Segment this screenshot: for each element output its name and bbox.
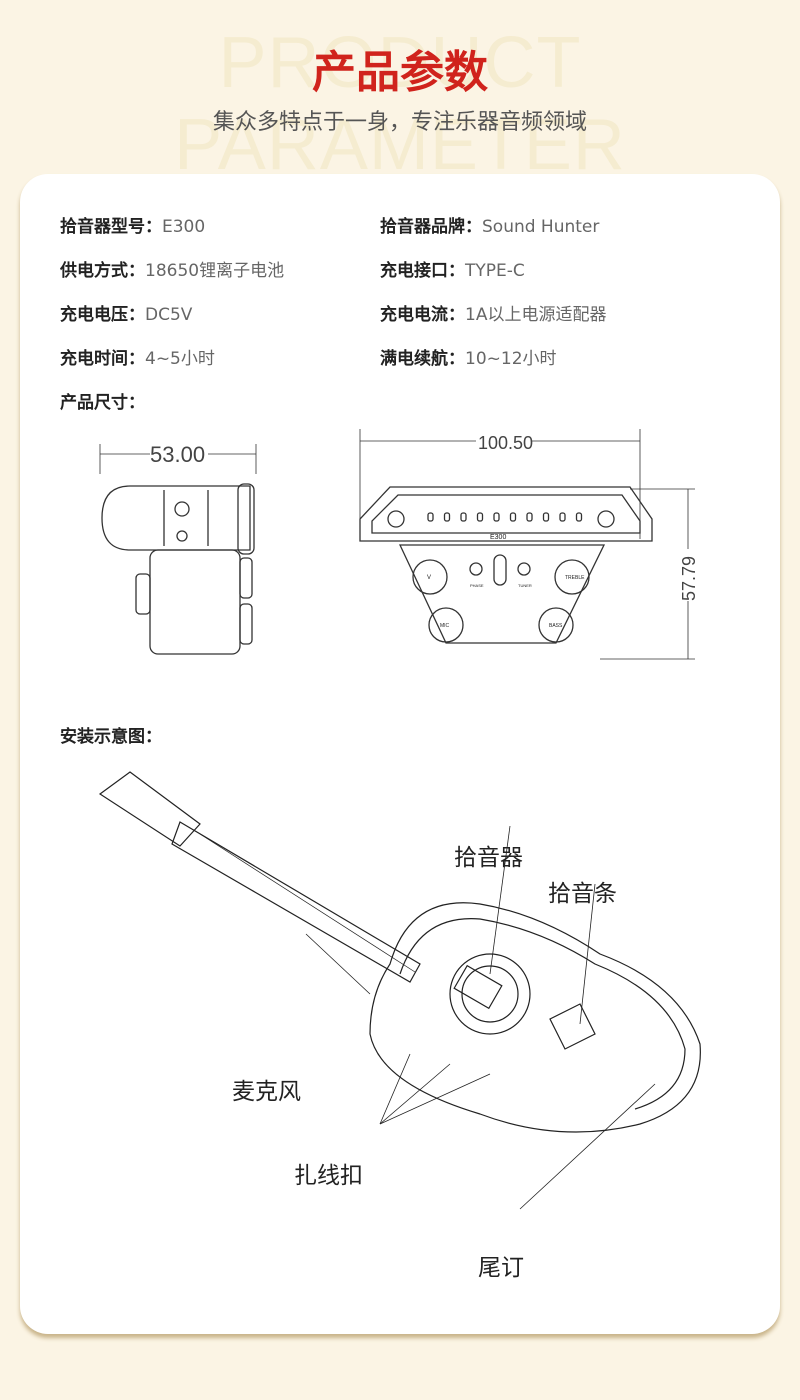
led-indicator — [559, 512, 566, 522]
spec-model: 拾音器型号：E300 — [60, 217, 206, 237]
spec-voltage: 充电电压：DC5V — [60, 305, 193, 325]
size-title: 产品尺寸： — [60, 393, 145, 413]
front-width-dim: 100.50 — [478, 433, 533, 453]
led-indicator — [575, 512, 583, 522]
volume-label: V — [427, 575, 431, 581]
spec-battery-life: 满电续航：10~12小时 — [380, 349, 557, 369]
install-title: 安装示意图： — [60, 727, 162, 747]
led-indicator — [427, 512, 434, 522]
led-indicator — [476, 512, 484, 522]
spec-port: 充电接口：TYPE-C — [380, 261, 525, 281]
spec-brand: 拾音器品牌：Sound Hunter — [380, 217, 600, 237]
callout-pickup: 拾音器 — [454, 845, 523, 871]
callout-microphone: 麦克风 — [232, 1079, 301, 1105]
led-indicator — [526, 512, 533, 522]
spec-card: 拾音器型号：E300 拾音器品牌：Sound Hunter 供电方式：18650… — [20, 174, 780, 1334]
phase-label: PHASE — [470, 583, 484, 588]
led-indicator — [493, 512, 500, 522]
treble-label: TREBLE — [565, 575, 585, 581]
callout-cable-ties: 扎线扣 — [294, 1163, 363, 1189]
front-view-drawing: 100.50 57.79 E300 PHASE TUNER TREBLE BAS… — [359, 429, 699, 660]
page-subtitle: 集众多特点于一身，专注乐器音频领域 — [212, 110, 587, 135]
side-width-dim: 53.00 — [150, 442, 205, 467]
callout-end-pin: 尾订 — [478, 1255, 524, 1281]
bass-label: BASS — [549, 623, 563, 629]
spec-current: 充电电流：1A以上电源适配器 — [380, 305, 607, 325]
guitar-install-drawing — [98, 771, 701, 1210]
callout-pickup-strip: 拾音条 — [548, 881, 617, 907]
spec-power: 供电方式：18650锂离子电池 — [60, 261, 285, 281]
page-title: 产品参数 — [312, 47, 488, 98]
mic-label: MIC — [440, 623, 450, 629]
tuner-label: TUNER — [518, 583, 532, 588]
side-view-drawing: 53.00 — [99, 442, 257, 655]
led-indicator — [443, 512, 451, 522]
led-indicator — [460, 512, 467, 522]
spec-charge-time: 充电时间：4~5小时 — [60, 349, 215, 369]
front-height-dim: 57.79 — [679, 556, 699, 601]
device-model-label: E300 — [490, 534, 506, 541]
led-indicator — [542, 512, 550, 522]
background-watermark: PRODUCT PARAMETER — [174, 23, 626, 185]
led-indicator — [509, 512, 517, 522]
